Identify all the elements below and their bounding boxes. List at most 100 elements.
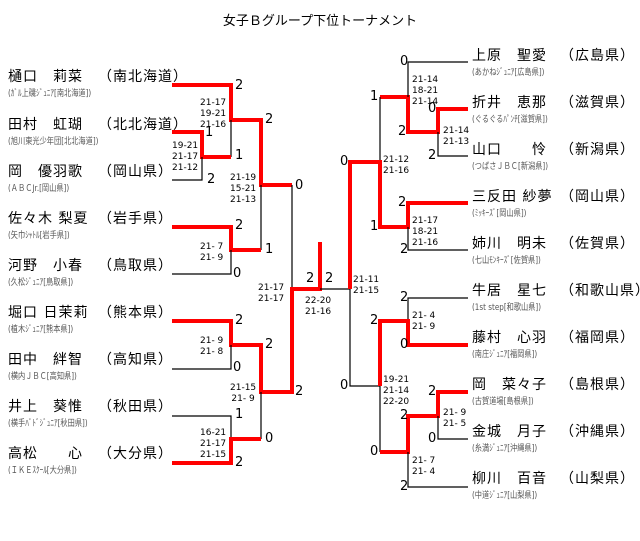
player-prefecture: （大分県） [98, 446, 173, 462]
player-name: 高松 心 [8, 446, 83, 462]
bracket-line [407, 227, 468, 251]
bracket-line [407, 297, 468, 321]
set-score: 2 [398, 124, 407, 139]
set-score: 2 [325, 271, 334, 286]
bracket-line [172, 345, 232, 370]
player-name: 田村 虹瑚 [8, 117, 83, 133]
set-score: 0 [233, 360, 242, 375]
winner-path [172, 130, 231, 159]
player-club: (矢巾ｼｬﾄﾙ[岩手県]) [8, 231, 70, 241]
set-score: 2 [370, 313, 379, 328]
match-game-scores: 21- 4 21- 9 [412, 311, 436, 332]
player-prefecture: （岡山県） [98, 164, 173, 180]
match-game-scores: 21-17 18-21 21-16 [412, 216, 439, 248]
match-game-scores: 16-21 21-17 21-15 [200, 428, 227, 460]
player-name: 樋口 莉菜 [8, 69, 83, 85]
set-score: 0 [233, 266, 242, 281]
player-club: (1st step[和歌山県]) [472, 303, 542, 313]
bracket-line [172, 157, 203, 181]
set-score: 2 [235, 313, 244, 328]
set-score: 2 [428, 148, 437, 163]
match-game-scores: 21- 7 21- 4 [412, 456, 436, 477]
set-score: 2 [235, 218, 244, 233]
player-name: 田中 絆智 [8, 352, 83, 368]
player-name: 三反田 紗夢 [472, 189, 553, 205]
match-game-scores: 21-14 21-13 [443, 126, 470, 147]
set-score: 2 [400, 479, 409, 494]
player-prefecture: （島根県） [560, 377, 635, 393]
player-name: 藤村 心羽 [472, 330, 547, 346]
set-score: 2 [400, 290, 409, 305]
set-score: 0 [428, 101, 437, 116]
player-name: 姉川 明未 [472, 236, 547, 252]
bracket-line [407, 452, 468, 488]
player-name: 牛居 星七 [472, 283, 547, 299]
player-name: 井上 葵惟 [8, 399, 83, 415]
player-club: (ｶﾞﾙ上磯ｼﾞｭﾆｱ[南北海道]) [8, 89, 92, 99]
player-club: (ＩＫＥｽｸｰﾙ[大分県]) [8, 466, 77, 476]
set-score: 2 [265, 112, 274, 127]
player-club: (七山ﾓﾝｷｰｽﾞ[佐賀県]) [472, 256, 541, 266]
player-prefecture: （熊本県） [98, 305, 173, 321]
bracket-line [437, 132, 468, 157]
player-prefecture: （北北海道） [98, 117, 188, 133]
set-score: 2 [295, 384, 304, 399]
player-name: 岡 優羽歌 [8, 164, 83, 180]
player-name: 金城 月子 [472, 424, 547, 440]
player-club: (ＡＢＣJr.[岡山県]) [8, 184, 70, 194]
set-score: 2 [306, 271, 315, 286]
player-prefecture: （鳥取県） [98, 258, 173, 274]
match-game-scores: 19-21 21-14 22-20 [383, 375, 410, 407]
player-prefecture: （高知県） [98, 352, 173, 368]
set-score: 2 [400, 242, 409, 257]
match-game-scores: 21- 9 21- 8 [200, 336, 224, 357]
player-club: (久松ｼﾞｭﾆｱ[鳥取県]) [8, 278, 74, 288]
player-prefecture: （南北海道） [98, 69, 188, 85]
player-prefecture: （佐賀県） [560, 236, 635, 252]
player-name: 柳川 百音 [472, 471, 547, 487]
player-club: (中道ｼﾞｭﾆｱ[山梨県]) [472, 491, 538, 501]
player-name: 山口 怜 [472, 142, 547, 158]
set-score: 0 [428, 431, 437, 446]
set-score: 2 [235, 455, 244, 470]
match-game-scores: 21-11 21-15 [353, 275, 380, 296]
set-score: 0 [340, 378, 349, 393]
player-prefecture: （広島県） [560, 48, 635, 64]
player-name: 堀口 日茉莉 [8, 305, 89, 321]
winner-path [172, 83, 292, 187]
player-name: 折井 恵那 [472, 95, 547, 111]
player-prefecture: （沖縄県） [560, 424, 635, 440]
match-game-scores: 21-15 21- 9 [230, 383, 257, 404]
player-name: 佐々木 梨夏 [8, 211, 89, 227]
winner-path [380, 95, 468, 134]
page-title: 女子Ｂグループ下位トーナメント [222, 14, 418, 29]
player-name: 上原 聖愛 [472, 48, 547, 64]
winner-path [378, 319, 468, 386]
match-game-scores: 21-14 18-21 21-14 [412, 75, 439, 107]
match-game-scores: 21-17 21-17 [258, 283, 285, 304]
player-club: (糸満ｼﾞｭﾆｱ[沖縄県]) [472, 444, 538, 454]
set-score: 2 [207, 172, 216, 187]
player-club: (つばさＪＢＣ[新潟県]) [472, 162, 549, 172]
match-game-scores: 19-21 21-17 21-12 [172, 141, 199, 173]
set-score: 1 [235, 148, 244, 163]
set-score: 0 [295, 178, 304, 193]
set-score: 2 [265, 337, 274, 352]
set-score: 1 [370, 219, 379, 234]
set-score: 0 [370, 444, 379, 459]
match-game-scores: 22-20 21-16 [305, 296, 332, 317]
set-score: 0 [400, 337, 409, 352]
set-score: 2 [235, 78, 244, 93]
player-club: (あかねｼﾞｭﾆｱ[広島県]) [472, 68, 545, 78]
player-prefecture: （滋賀県） [560, 95, 635, 111]
set-score: 2 [398, 195, 407, 210]
bracket-line [349, 289, 380, 387]
player-club: (横内ＪＢＣ[高知県]) [8, 372, 77, 382]
match-game-scores: 21- 9 21- 5 [443, 408, 467, 429]
winner-path [348, 160, 468, 289]
player-club: (南庄ｼﾞｭﾆｱ[福岡県]) [472, 350, 538, 360]
player-prefecture: （和歌山県） [560, 283, 640, 299]
winner-path [172, 225, 261, 252]
